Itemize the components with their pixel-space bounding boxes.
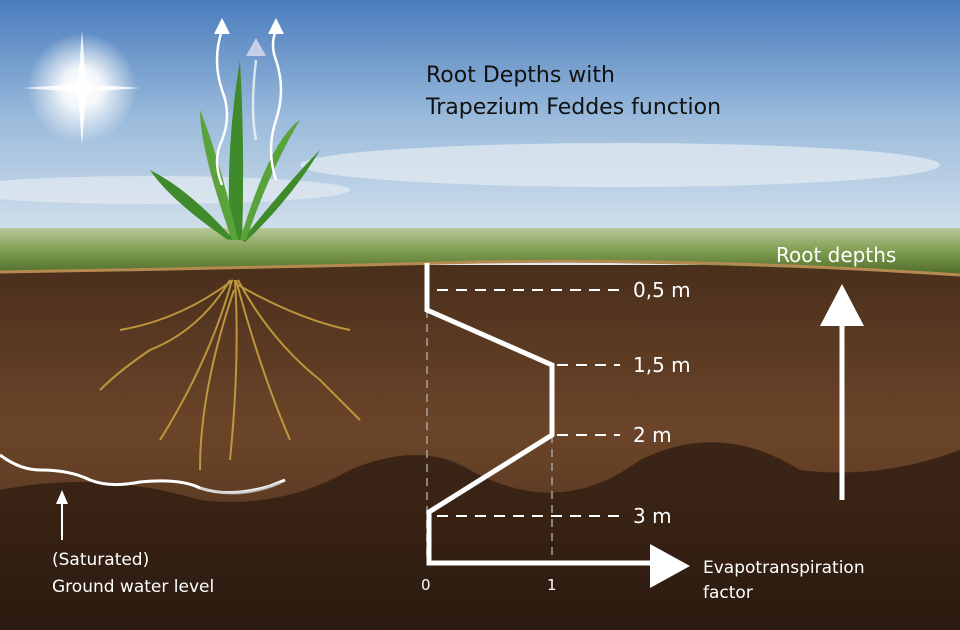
title-line-1: Root Depths with [426, 63, 615, 88]
cloud [300, 143, 940, 187]
soil-edge [0, 259, 960, 277]
x-axis-label-line-1: Evapotranspiration [703, 558, 865, 578]
sun-icon [24, 30, 140, 146]
depth-label-2: 2 m [633, 423, 672, 447]
ground-water-label-line-2: Ground water level [52, 577, 215, 597]
x-axis-label-line-2: factor [703, 583, 753, 603]
sky [0, 0, 960, 270]
diagram-title: Root Depths with Trapezium Feddes functi… [426, 60, 721, 124]
ground-water-label-line-1: (Saturated) [52, 550, 150, 570]
x-tick-1: 1 [547, 576, 557, 594]
feddes-function-graph [424, 263, 690, 588]
root-depths-arrow-icon [820, 284, 864, 500]
feddes-curve [424, 263, 655, 566]
root-depths-label: Root depths [776, 243, 897, 267]
x-tick-0: 0 [421, 576, 431, 594]
depth-label-0.5: 0,5 m [633, 278, 691, 302]
deep-soil [0, 442, 960, 630]
depth-label-1.5: 1,5 m [633, 353, 691, 377]
ground-water-arrow-icon [56, 490, 68, 540]
ground-water-label: (Saturated) Ground water level [52, 547, 214, 601]
roots [99, 279, 361, 471]
title-line-2: Trapezium Feddes function [426, 95, 722, 120]
evaporation-arrows-icon [215, 29, 283, 186]
x-axis-arrowhead-icon [650, 544, 690, 588]
x-axis-label: Evapotranspiration factor [703, 556, 903, 606]
depth-label-3: 3 m [633, 504, 672, 528]
